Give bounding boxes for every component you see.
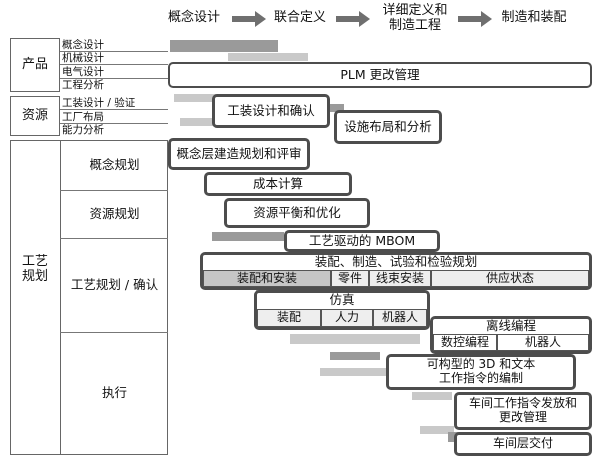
assembly-planning-title: 装配、制造、试验和检验规划 [314,253,478,269]
plm-label: PLM 更改管理 [340,66,420,82]
timeline-bar [170,40,278,52]
plm-change-management: PLM 更改管理 [168,62,592,88]
category-resource: 资源 [10,96,60,136]
stage-joint-definition: 联合定义 [273,9,326,25]
layout-label: 设施布局和分析 [344,118,432,134]
timeline-bar [330,352,380,360]
simulation-part: 机器人 [373,309,427,327]
resource-item: 工装设计 / 验证 [62,97,136,109]
product-item: 工程分析 [62,79,104,91]
timeline-bar [290,334,420,344]
timeline-bar [412,392,452,400]
facility-layout-analysis: 设施布局和分析 [334,110,442,144]
shopfloor-delivery-label: 车间层交付 [492,436,553,451]
work-instr-label: 可构型的 3D 和文本 工作指令的编制 [426,357,536,385]
simulation-part: 人力 [321,309,373,327]
concept-sim-label: 概念层建造规划和评审 [176,145,302,161]
product-item: 概念设计 [62,39,104,51]
category-process-planning [10,140,168,455]
process-item: 工艺规划 / 确认 [70,276,159,292]
arrow-right-icon [336,11,370,27]
product-item: 电气设计 [62,66,104,78]
process-driven-mbom: 工艺驱动的 MBOM [284,230,440,252]
shopfloor-release-change: 车间工作指令发放和 更改管理 [454,392,592,430]
offline-part: 数控编程 [433,334,497,351]
divider [60,123,168,124]
timeline-bar [420,426,454,434]
shopfloor-release-label: 车间工作指令发放和 更改管理 [468,396,577,424]
arrow-right-icon [232,11,266,27]
offline-programming-title: 离线编程 [485,317,536,333]
offline-part: 机器人 [497,334,589,351]
divider [60,190,168,191]
balance-label: 资源平衡和优化 [253,204,341,220]
arrow-right-icon [458,11,492,27]
divider [60,332,168,333]
divider [60,64,168,65]
simulation-part: 装配 [257,309,321,327]
timeline-bar [180,118,222,126]
work-instruction-authoring: 可构型的 3D 和文本 工作指令的编制 [386,354,576,390]
timeline-bar [320,368,388,376]
category-product-label: 产品 [21,56,48,72]
process-item: 资源规划 [89,205,140,221]
process-item: 概念规划 [89,156,140,172]
timeline-bar [228,53,308,61]
concept-build-planning: 概念层建造规划和评审 [168,138,310,170]
stage-concept-design: 概念设计 [167,9,220,25]
product-item: 机械设计 [62,52,104,64]
tooling-label: 工装设计和确认 [227,102,315,118]
shopfloor-delivery: 车间层交付 [454,432,592,456]
resource-balancing: 资源平衡和优化 [224,198,370,228]
cost-label: 成本计算 [252,175,303,191]
timeline-bar [174,94,222,102]
stage-manufacturing-assembly: 制造和装配 [501,9,567,25]
mbom-label: 工艺驱动的 MBOM [308,232,416,248]
tooling-design-validation: 工装设计和确认 [212,94,330,128]
assembly-part: 线束安装 [369,270,431,287]
assembly-part: 供应状态 [431,270,589,287]
category-resource-label: 资源 [21,107,48,123]
cost-calculation: 成本计算 [204,172,352,196]
divider [60,238,168,239]
process-item: 执行 [101,385,127,401]
category-process-label: 工艺 规划 [21,254,48,284]
resource-item: 工厂布局 [62,111,104,123]
simulation-title: 仿真 [329,292,355,308]
divider [60,51,168,52]
assembly-part: 装配和安装 [203,270,331,287]
divider [60,78,168,79]
resource-item: 能力分析 [62,124,104,136]
category-process-divider [60,140,61,455]
category-product: 产品 [10,38,60,92]
assembly-part: 零件 [331,270,369,287]
stage-detailed-definition: 详细定义和 制造工程 [382,3,448,33]
timeline-bar [212,232,284,241]
divider [60,109,168,110]
